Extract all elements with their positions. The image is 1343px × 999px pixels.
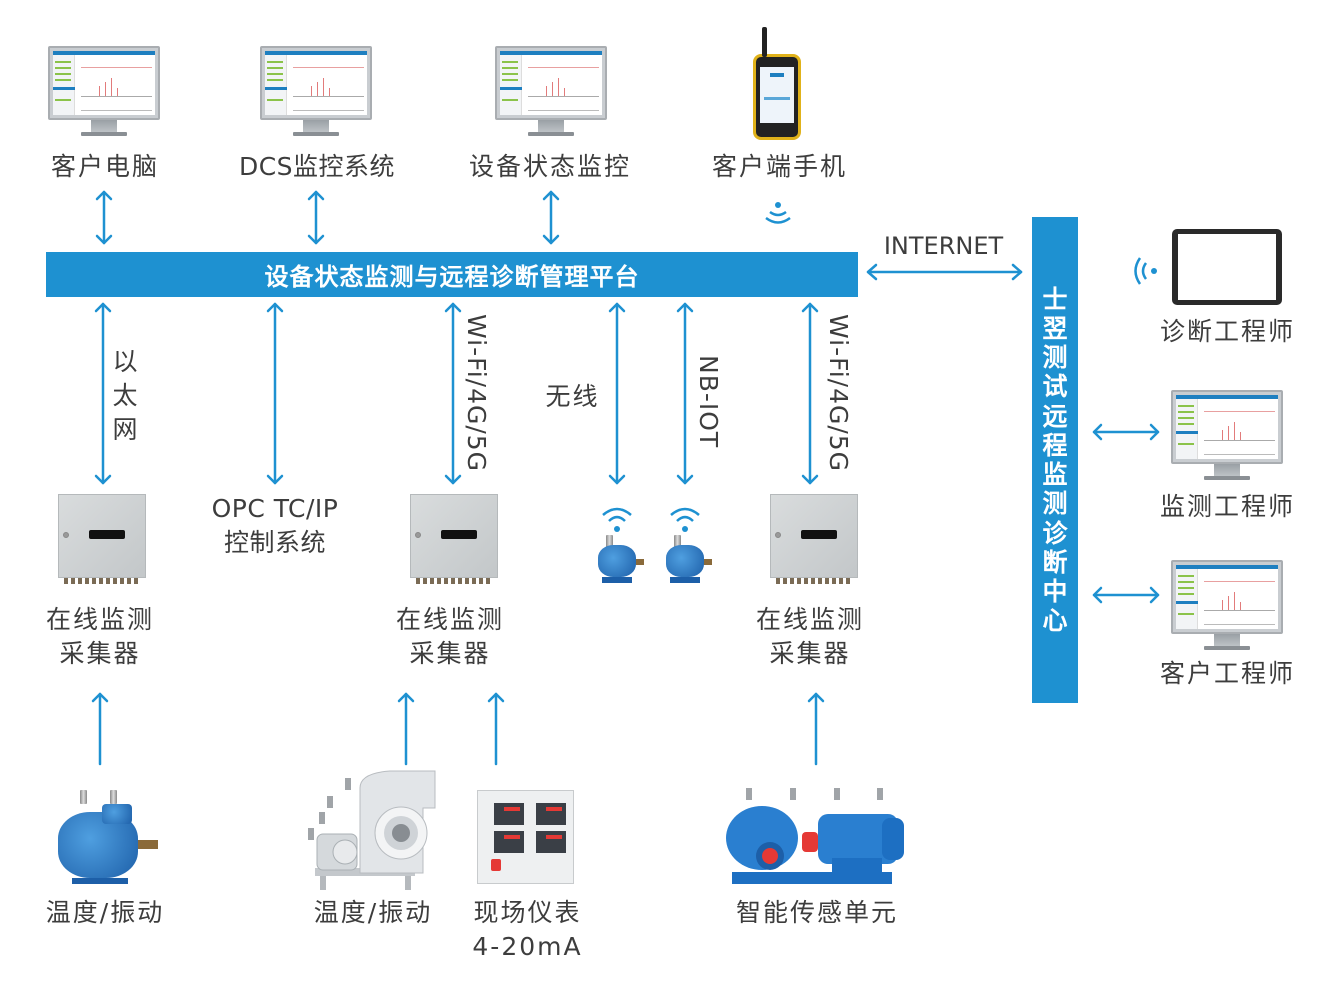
center-char: 远: [1042, 401, 1068, 431]
opc-label-line2: 控制系统: [223, 527, 326, 557]
arrow-nbiot: [676, 302, 694, 485]
temp-vibration-label: 温度/振动: [45, 898, 165, 927]
nb-iot-label: NB-IOT: [694, 355, 723, 449]
field-instrument-label: 现场仪表 4-20mA: [465, 896, 590, 964]
center-char: 心: [1042, 606, 1068, 636]
collector-label: 在线监测 采集器: [30, 603, 170, 671]
collector-label-line1: 在线监测: [755, 605, 864, 634]
remote-diagnosis-center-bar: 士 翌 测 试 远 程 监 测 诊 断 中 心: [1032, 217, 1078, 703]
customer-engineer-label: 客户工程师: [1159, 659, 1295, 688]
arrow-customer-engineer: [1092, 586, 1160, 604]
online-collector-box: [770, 494, 858, 584]
ethernet-char: 网: [112, 414, 138, 444]
temp-vibration-label: 温度/振动: [313, 898, 433, 927]
arrow-fan-up: [397, 692, 415, 766]
center-char: 士: [1042, 284, 1068, 314]
center-char: 测: [1042, 489, 1068, 519]
collector-label-line2: 采集器: [59, 638, 141, 668]
wifi-4g-5g-label: Wi-Fi/4G/5G: [824, 314, 853, 473]
desktop-monitor-icon: [1171, 560, 1283, 656]
desktop-monitor-icon: [495, 46, 607, 142]
center-char: 监: [1042, 460, 1068, 489]
instrument-panel-icon: [477, 790, 574, 884]
center-char: 断: [1042, 547, 1068, 577]
internet-label: INTERNET: [883, 232, 1004, 260]
pump-icon: [726, 788, 904, 884]
tablet-icon: [1172, 229, 1282, 305]
center-char: 中: [1042, 577, 1068, 606]
wifi-4g-5g-label: Wi-Fi/4G/5G: [462, 314, 491, 473]
wifi-signal-icon: [602, 507, 632, 532]
opc-label-line1: OPC TC/IP: [211, 494, 339, 523]
diagnosis-engineer-label: 诊断工程师: [1159, 317, 1295, 346]
arrow-panel-up: [487, 692, 505, 766]
desktop-monitor-icon: [48, 46, 160, 142]
collector-label-line2: 采集器: [409, 638, 491, 668]
center-char: 翌: [1042, 313, 1068, 343]
collector-label: 在线监测 采集器: [740, 603, 880, 671]
arrow-opc: [266, 302, 284, 485]
desktop-monitor-icon: [260, 46, 372, 142]
collector-label-line1: 在线监测: [395, 605, 504, 634]
management-platform-bar: 设备状态监测与远程诊断管理平台: [46, 252, 858, 297]
arrow-ethernet: [94, 302, 112, 485]
arrow-internet: [866, 263, 1023, 281]
status-monitor-label: 设备状态监控: [468, 152, 631, 181]
arrow-wifi-2: [801, 302, 819, 485]
wireless-signal-icon: [765, 202, 791, 224]
center-char: 程: [1042, 430, 1068, 460]
ethernet-label: 以 太 网: [110, 345, 140, 446]
desktop-monitor-icon: [1171, 390, 1283, 486]
arrow-dcs: [307, 190, 325, 245]
wireless-motor-icon: [596, 535, 646, 585]
center-char: 诊: [1042, 518, 1068, 548]
wifi-signal-icon: [670, 507, 700, 532]
arrow-status-monitor: [542, 190, 560, 245]
arrow-motor-up: [91, 692, 109, 766]
center-char: 试: [1042, 372, 1068, 402]
wireless-signal-icon: [1134, 257, 1157, 285]
arrow-client-pc: [95, 190, 113, 245]
monitoring-engineer-label: 监测工程师: [1159, 492, 1295, 521]
wireless-label: 无线: [545, 382, 600, 411]
opc-label: OPC TC/IP 控制系统: [195, 492, 355, 560]
collector-label: 在线监测 采集器: [380, 603, 520, 671]
online-collector-box: [410, 494, 498, 584]
center-char: 测: [1042, 343, 1068, 372]
motor-icon: [52, 790, 162, 890]
arrow-pump-up: [807, 692, 825, 766]
rugged-phone-icon: [753, 27, 801, 140]
ethernet-char: 以: [112, 347, 138, 376]
dcs-label: DCS监控系统: [238, 152, 396, 181]
ethernet-char: 太: [112, 380, 138, 410]
client-pc-label: 客户电脑: [50, 152, 159, 181]
arrow-wireless: [608, 302, 626, 485]
nbiot-motor-icon: [664, 535, 714, 585]
arrow-wifi-1: [444, 302, 462, 485]
client-phone-label: 客户端手机: [711, 152, 847, 181]
fan-blower-icon: [308, 770, 436, 890]
smart-sensor-unit-label: 智能传感单元: [735, 898, 898, 927]
field-instrument-line2: 4-20mA: [472, 931, 583, 961]
arrow-monitor-engineer: [1092, 423, 1160, 441]
online-collector-box: [58, 494, 146, 584]
collector-label-line1: 在线监测: [45, 605, 154, 634]
collector-label-line2: 采集器: [769, 638, 851, 668]
field-instrument-line1: 现场仪表: [473, 898, 582, 927]
